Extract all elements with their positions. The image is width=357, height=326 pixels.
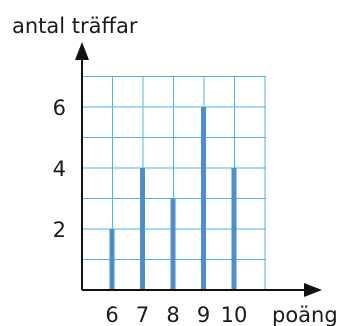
bar	[201, 107, 206, 290]
x-tick-label: 7	[136, 303, 149, 326]
x-tick-label: 8	[166, 303, 179, 326]
bar	[140, 168, 145, 290]
x-tick-label: 10	[221, 303, 248, 326]
y-tick-label: 4	[53, 157, 66, 181]
axes	[75, 42, 322, 297]
x-axis-arrow	[304, 283, 322, 297]
y-axis-title: antal träffar	[12, 14, 138, 38]
x-axis-title: poäng	[272, 303, 338, 326]
bars	[109, 107, 237, 290]
bar	[109, 229, 115, 290]
y-tick-label: 6	[53, 96, 66, 120]
y-axis-arrow	[75, 42, 89, 60]
y-tick-label: 2	[53, 218, 66, 242]
bar	[170, 198, 176, 290]
x-tick-label: 6	[105, 303, 118, 326]
x-tick-label: 9	[197, 303, 210, 326]
bar	[231, 168, 237, 290]
